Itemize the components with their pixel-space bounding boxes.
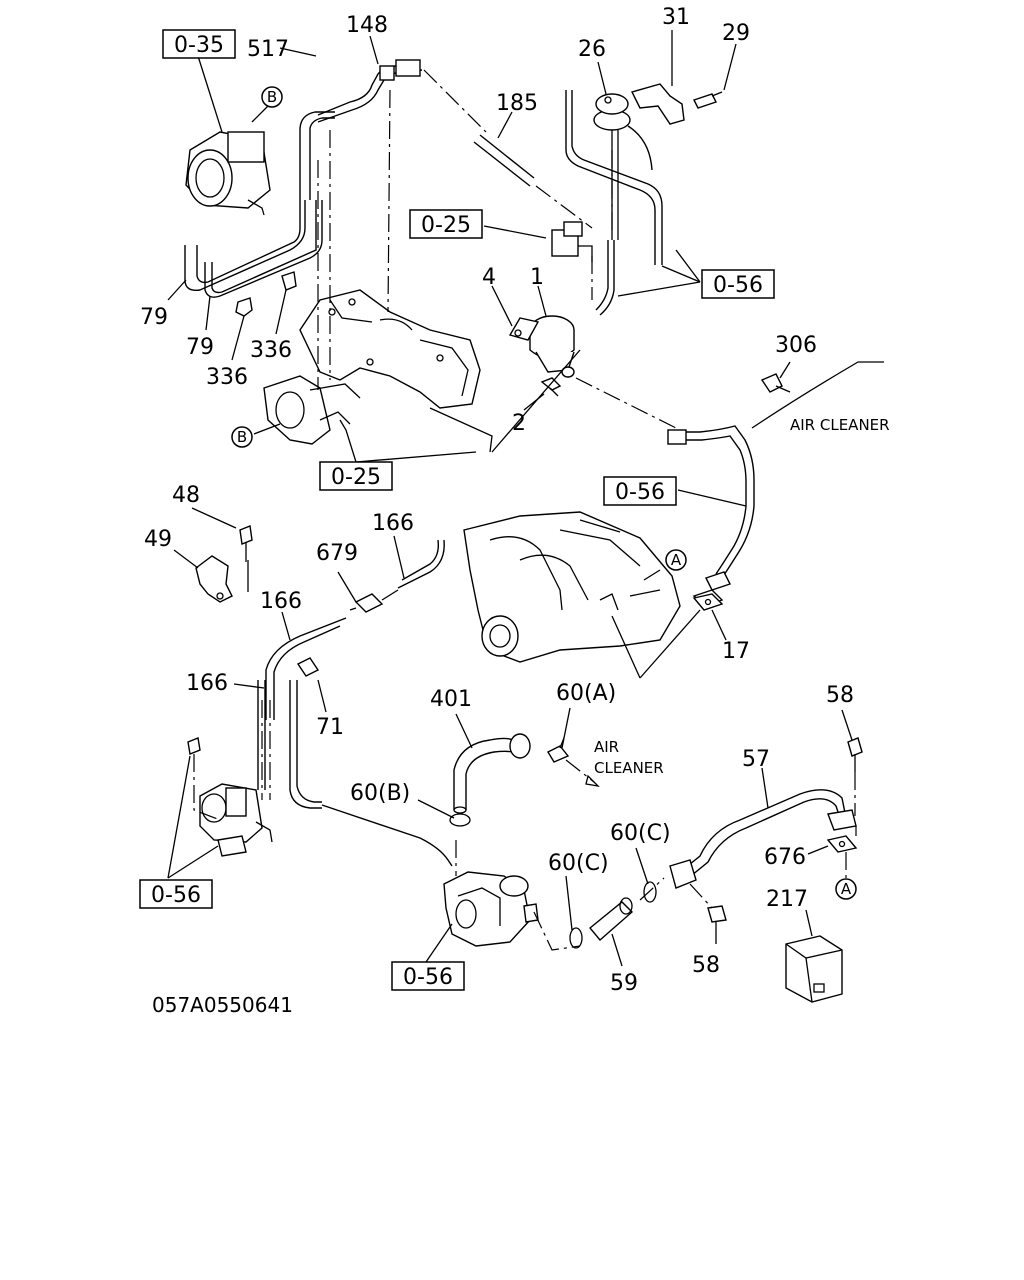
- label-48: 48: [172, 483, 200, 508]
- svg-text:A: A: [671, 551, 682, 569]
- marker-a-bottom: A: [835, 878, 857, 900]
- hose-59: [589, 897, 634, 941]
- clamp-60c: [569, 881, 657, 949]
- ref-box-0-56-bottom: 0-56: [391, 961, 465, 991]
- ref-box-0-25-top: 0-25: [409, 209, 483, 239]
- marker-b-manifold: B: [231, 426, 253, 448]
- vsv-bottom-left: [199, 783, 273, 857]
- label-49: 49: [144, 527, 172, 552]
- ref-box-0-56-mid: 0-56: [603, 476, 677, 506]
- note-air-cleaner-bottom-1: AIR: [594, 738, 619, 756]
- label-29: 29: [722, 21, 750, 46]
- intake-manifold: [263, 289, 481, 445]
- svg-text:0-35: 0-35: [174, 33, 224, 58]
- clip-49: [195, 555, 233, 603]
- drawing-code: 057A0550641: [152, 993, 293, 1017]
- egr-valve-bottom: [443, 871, 539, 947]
- gasket-676: [826, 835, 858, 853]
- label-1: 1: [530, 265, 544, 290]
- bolt-2: [540, 377, 562, 397]
- hose-185: [473, 134, 535, 187]
- label-60b: 60(B): [350, 781, 410, 806]
- label-57: 57: [742, 747, 770, 772]
- label-71: 71: [316, 715, 344, 740]
- bolt-29: [693, 91, 723, 109]
- marker-b-top: B: [261, 86, 283, 108]
- label-58-bottom: 58: [692, 953, 720, 978]
- label-166-a: 166: [372, 511, 414, 536]
- label-217: 217: [766, 887, 808, 912]
- hose-401: [449, 733, 531, 827]
- label-517: 517: [247, 37, 289, 62]
- bolt-58-bottom: [707, 905, 727, 923]
- label-401: 401: [430, 687, 472, 712]
- pipe-148: [317, 59, 423, 123]
- clip-306: [760, 373, 791, 393]
- svg-text:B: B: [237, 428, 247, 446]
- label-306: 306: [775, 333, 817, 358]
- ref-box-0-25-mid: 0-25: [319, 461, 393, 491]
- note-air-cleaner-bottom-2: CLEANER: [594, 759, 664, 777]
- label-58-top: 58: [826, 683, 854, 708]
- label-59: 59: [610, 971, 638, 996]
- label-60c-right: 60(C): [610, 821, 671, 846]
- pipe-57: [669, 789, 857, 889]
- bracket-31: [630, 83, 685, 125]
- bolt-58-top: [847, 737, 863, 772]
- clip-71: [296, 657, 320, 677]
- svg-text:0-25: 0-25: [331, 465, 381, 490]
- label-166-b: 166: [260, 589, 302, 614]
- label-79-b: 79: [186, 335, 214, 360]
- union-60a: [547, 737, 570, 763]
- gasket-17: [692, 593, 724, 611]
- label-336-b: 336: [206, 365, 248, 390]
- label-17: 17: [722, 639, 750, 664]
- bolt-vsv: [187, 737, 201, 755]
- throttle-body: [185, 131, 271, 216]
- clip-336: [235, 271, 297, 317]
- gasket-4: [508, 317, 540, 341]
- ref-box-0-56-left: 0-56: [139, 879, 213, 909]
- label-336-a: 336: [250, 338, 292, 363]
- note-air-cleaner-top: AIR CLEANER: [790, 416, 890, 434]
- label-4: 4: [482, 265, 496, 290]
- label-148: 148: [346, 13, 388, 38]
- ref-box-0-35: 0-35: [162, 29, 236, 59]
- svg-text:0-25: 0-25: [421, 213, 471, 238]
- label-60c-left: 60(C): [548, 851, 609, 876]
- ref-box-0-56-top: 0-56: [701, 269, 775, 299]
- svg-text:0-56: 0-56: [151, 883, 201, 908]
- label-2: 2: [512, 411, 526, 436]
- marker-a-engine: A: [665, 549, 687, 571]
- label-166-c: 166: [186, 671, 228, 696]
- bolt-48: [239, 525, 253, 562]
- engine-block: [463, 511, 681, 663]
- svg-text:0-56: 0-56: [403, 965, 453, 990]
- svg-text:A: A: [841, 880, 852, 898]
- vsv-solenoid: [551, 221, 593, 262]
- svg-text:B: B: [267, 88, 277, 106]
- svg-text:0-56: 0-56: [615, 480, 665, 505]
- hose-166: [257, 539, 445, 809]
- label-679: 679: [316, 541, 358, 566]
- svg-text:0-56: 0-56: [713, 273, 763, 298]
- label-676: 676: [764, 845, 806, 870]
- label-79-a: 79: [140, 305, 168, 330]
- hose-79: [184, 111, 335, 298]
- label-60a: 60(A): [556, 681, 616, 706]
- label-31: 31: [662, 5, 690, 30]
- check-valve-679: [349, 589, 399, 613]
- label-185: 185: [496, 91, 538, 116]
- label-26: 26: [578, 37, 606, 62]
- relay-217: [785, 935, 843, 1003]
